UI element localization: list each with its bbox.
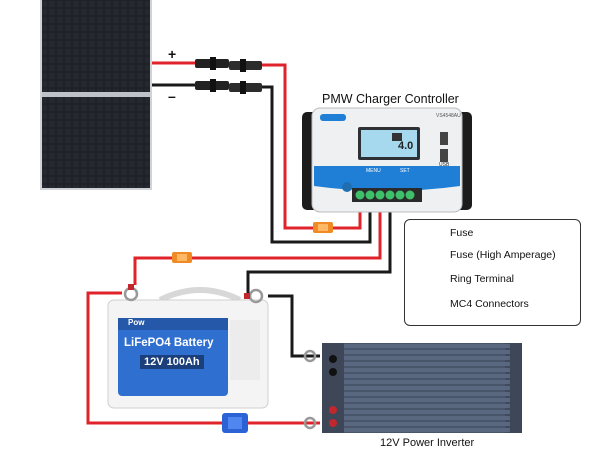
battery-capacity: 12V 100Ah: [140, 355, 204, 369]
fuse-pv: [313, 222, 333, 233]
mc4-connectors: [195, 57, 262, 94]
controller-lcd-reading: 4.0: [398, 140, 414, 152]
mc4-connector-positive: [195, 57, 262, 72]
controller-usb-label: USB: [439, 162, 450, 168]
lifepo4-battery: [107, 287, 269, 409]
legend: [404, 219, 581, 326]
legend-item-high-amperage-fuse: Fuse (High Amperage): [450, 249, 556, 261]
terminal-block: [352, 188, 422, 202]
solar-minus-label: –: [168, 88, 176, 104]
controller-title: PMW Charger Controller: [322, 92, 459, 106]
battery-title: LiFePO4 Battery: [124, 337, 214, 349]
controller-model-label: VS4548AU: [436, 113, 461, 119]
power-inverter: [322, 343, 522, 433]
mc4-connector-negative: [195, 79, 262, 94]
fuse-battery: [172, 252, 192, 263]
battery-brand: Pow: [128, 318, 145, 327]
controller-set-label: SET: [400, 168, 410, 174]
legend-item-ring-terminal: Ring Terminal: [450, 273, 514, 285]
wires: [86, 61, 392, 425]
legend-item-fuse: Fuse: [450, 227, 474, 239]
inverter-label: 12V Power Inverter: [380, 437, 475, 449]
fuse-high-amperage: [222, 413, 248, 433]
controller-menu-label: MENU: [366, 168, 381, 174]
solar-plus-label: +: [168, 46, 177, 62]
legend-item-mc4-connectors: MC4 Connectors: [450, 298, 529, 310]
solar-panel: [40, 0, 152, 190]
ring-terminals: [123, 284, 317, 430]
charge-controller: [302, 107, 472, 213]
